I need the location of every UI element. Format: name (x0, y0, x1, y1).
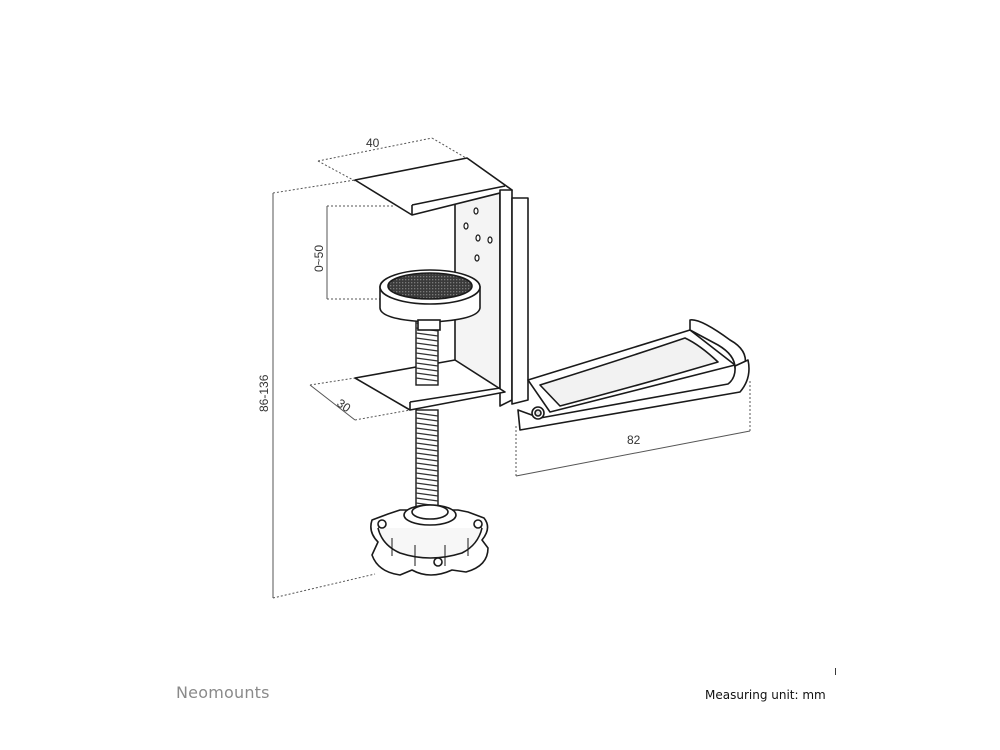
screw-thread (415, 332, 439, 337)
screw-thread (415, 487, 439, 492)
mounting-holes (463, 207, 493, 262)
measuring-unit: Measuring unit: mm (705, 688, 826, 702)
dim-label-hook-length: 82 (627, 433, 641, 447)
screw-thread (415, 362, 439, 367)
screw-thread (415, 427, 439, 432)
screw-thread (415, 347, 439, 352)
dim-label-top-width: 40 (366, 136, 380, 150)
star-knob (370, 504, 489, 576)
screw-thread (415, 442, 439, 447)
screw-thread (415, 452, 439, 457)
dim-label-total-height: 86-136 (257, 374, 271, 412)
screw-thread (415, 342, 439, 347)
pressure-pad (379, 269, 481, 331)
screw-thread (415, 457, 439, 462)
screw-thread (415, 417, 439, 422)
headphone-hook (517, 319, 750, 431)
screw-thread (415, 492, 439, 497)
screw-thread (415, 482, 439, 487)
screw-thread (415, 412, 439, 417)
screw-thread (415, 477, 439, 482)
screw-thread (415, 367, 439, 372)
screw-thread (415, 372, 439, 377)
screw-thread (415, 337, 439, 342)
corner-mark: I (834, 667, 837, 678)
screw-thread (415, 462, 439, 467)
dim-label-clamp-opening: 0~50 (312, 245, 326, 272)
screw-thread (415, 432, 439, 437)
tightening-screw (415, 314, 439, 516)
brand-name: Neomounts (176, 683, 270, 702)
screw-thread (415, 357, 439, 362)
screw-thread (415, 422, 439, 427)
screw-thread (415, 472, 439, 477)
screw-thread (415, 352, 439, 357)
screw-thread (415, 377, 439, 382)
screw-thread (415, 497, 439, 502)
dim-label-bottom-depth: 30 (334, 396, 353, 415)
screw-thread (415, 447, 439, 452)
dimension-lines (272, 137, 751, 599)
screw-thread (415, 467, 439, 472)
screw-thread (415, 437, 439, 442)
